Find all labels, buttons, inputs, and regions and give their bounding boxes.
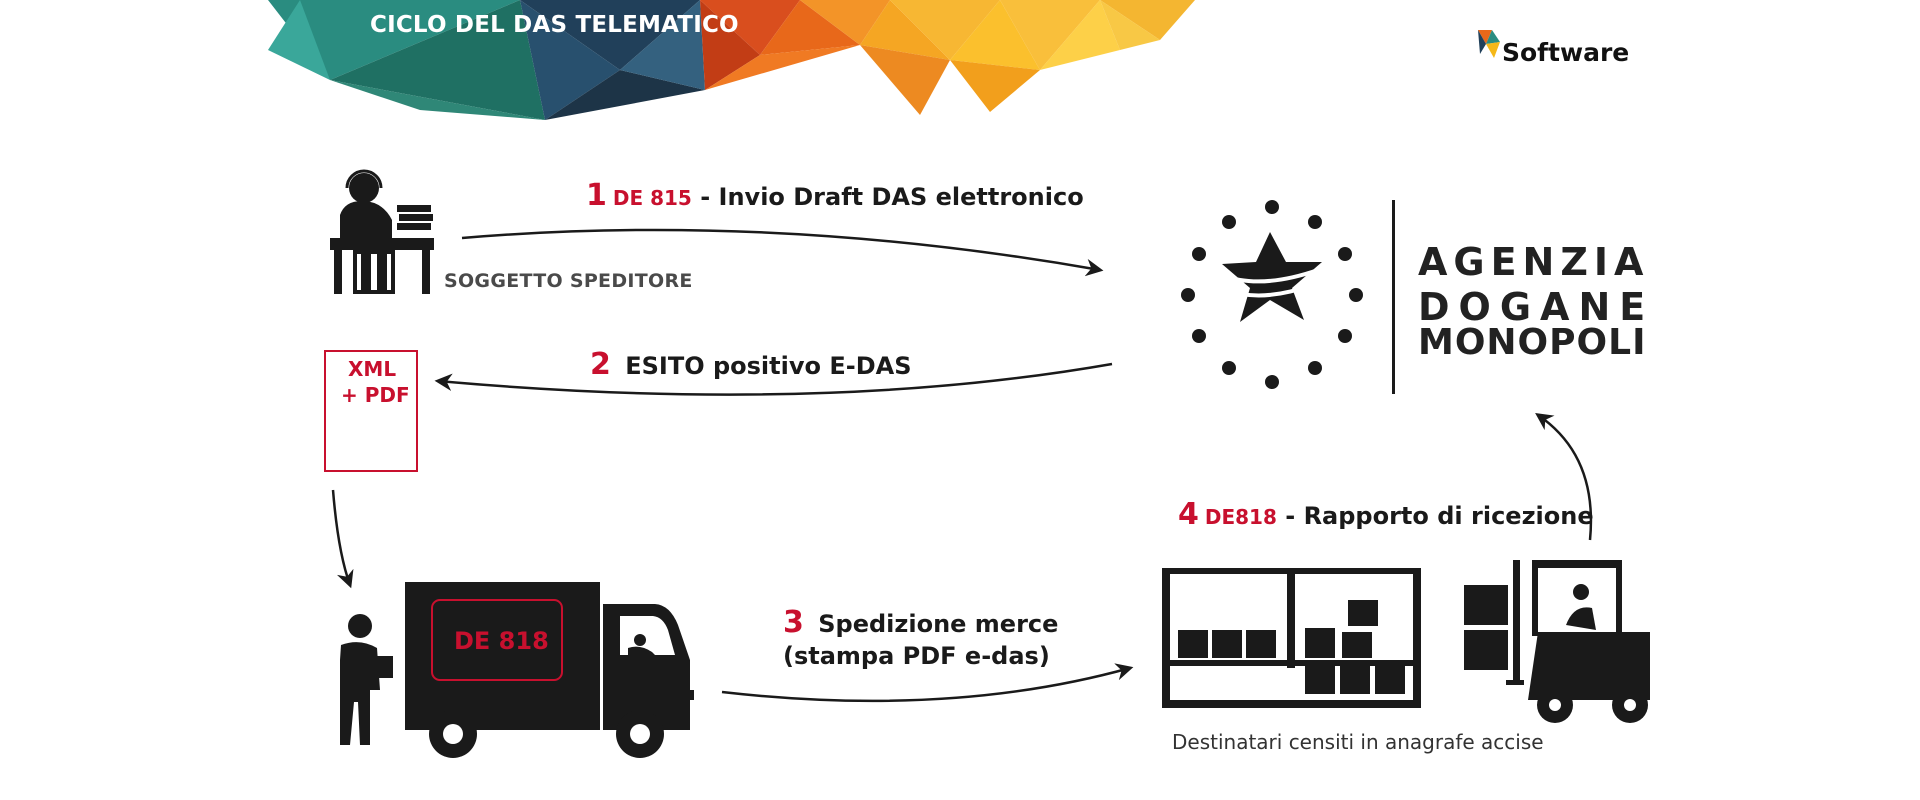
agency-name-line-1: AGENZIA: [1418, 240, 1650, 284]
forklift-icon: [1464, 560, 1650, 723]
brand-name: Software: [1502, 38, 1630, 67]
step-1-number: 1: [586, 178, 607, 213]
agency-name-line-3: MONOPOLI: [1418, 322, 1647, 363]
truck-icon: [405, 582, 694, 758]
step-4-code: DE818: [1204, 505, 1277, 529]
step-4-number: 4: [1178, 497, 1199, 532]
document-format-pdf: + PDF: [341, 383, 410, 407]
document-format-xml: XML: [348, 357, 397, 381]
step-2-number: 2: [590, 347, 611, 382]
brand-logo: Software: [1476, 38, 1629, 67]
arrow-step-2: [434, 362, 1113, 396]
recipients-label: Destinatari censiti in anagrafe accise: [1172, 730, 1544, 754]
arrow-document-to-truck: [331, 489, 354, 589]
step-3-text: Spedizione merce: [818, 610, 1059, 638]
flow-arrows: [331, 228, 1593, 703]
agency-name-line-2: DOGANE: [1418, 285, 1655, 329]
agency-emblem: [1181, 200, 1395, 394]
header-banner: [268, 0, 1195, 120]
warehouse-icon: [1162, 568, 1421, 708]
sender-icon: [330, 169, 434, 294]
edas-document-box: [324, 350, 418, 472]
arrow-step-4: [1535, 413, 1593, 541]
worker-icon: [340, 614, 393, 745]
software-logo-mark: [1478, 30, 1500, 58]
step-3-number: 3: [783, 605, 804, 640]
step-1-text: - Invio Draft DAS elettronico: [691, 183, 1084, 211]
sender-label: SOGGETTO SPEDITORE: [444, 270, 693, 292]
step-3-label: 3 Spedizione merce (stampa PDF e-das): [783, 607, 1058, 672]
arrow-step-3: [721, 663, 1134, 703]
step-2-text: ESITO positivo E-DAS: [625, 352, 912, 380]
step-1-code: DE 815: [612, 186, 692, 210]
step-4-text: - Rapporto di ricezione: [1276, 502, 1594, 530]
step-3-subtext: (stampa PDF e-das): [783, 642, 1050, 670]
arrow-step-1: [461, 228, 1104, 277]
truck-document-code: DE 818: [454, 627, 549, 655]
page-title: CICLO DEL DAS TELEMATICO: [370, 12, 739, 38]
step-2-label: 2 ESITO positivo E-DAS: [590, 347, 911, 382]
